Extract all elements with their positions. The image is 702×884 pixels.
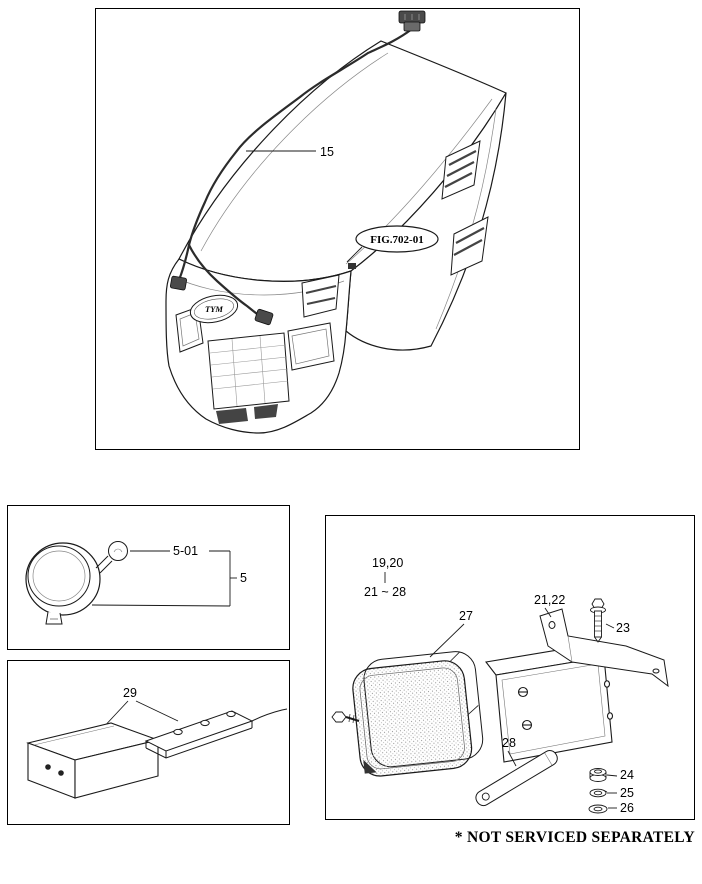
callout-15-label: 15 [320, 145, 334, 159]
callout-29-label: 29 [123, 686, 137, 700]
callout-27-label: 27 [459, 609, 473, 623]
headlamp-drawing: 5-01 5 [25, 541, 247, 625]
not-serviced-note: * NOT SERVICED SEPARATELY [454, 829, 695, 846]
callout-23-label: 23 [616, 621, 630, 635]
tail-lamp-drawing: 19,20 21 ~ 28 27 [331, 556, 669, 815]
license-lamp-panel: 29 [7, 660, 290, 825]
callout-28: 28 [502, 736, 517, 767]
fig-ref-label: FIG.702-01 [370, 234, 423, 246]
callout-25-label: 25 [620, 786, 634, 800]
callout-29: 29 [99, 686, 179, 732]
harness-top-connector [398, 10, 426, 32]
callout-27: 27 [429, 609, 473, 658]
lamp-stay [475, 750, 558, 807]
headlamp-bulb [95, 541, 128, 574]
callout-26-label: 26 [620, 801, 634, 815]
mounting-bracket [539, 608, 669, 688]
callout-24-25-26: 24 25 26 [606, 768, 634, 815]
harness-right-connector [254, 308, 274, 326]
side-vents [301, 140, 489, 318]
callout-15: 15 [246, 145, 334, 159]
harness-left-connector [169, 275, 188, 291]
hood-harness-panel: TYM [95, 8, 580, 450]
nut-24 [589, 768, 607, 782]
callout-21-22: 21,22 [534, 593, 565, 618]
bracket-bolt [590, 598, 606, 643]
callout-21-28-label: 21 ~ 28 [364, 585, 406, 599]
callout-23: 23 [605, 621, 630, 635]
lamp-bracket-plate [144, 708, 288, 759]
plain-washer-26 [588, 804, 608, 814]
tail-lamp-lens [352, 651, 484, 777]
tym-logo-text: TYM [205, 304, 223, 314]
fig-ref-callout: FIG.702-01 [346, 225, 439, 263]
callout-5-label: 5 [240, 571, 247, 585]
spring-washer-25 [589, 788, 608, 798]
callout-5-01: 5-01 [130, 544, 230, 558]
tail-lamp-panel: 19,20 21 ~ 28 27 [325, 515, 695, 820]
callout-21-22-label: 21,22 [534, 593, 565, 607]
lens-screw [331, 711, 360, 724]
headlamp-body [25, 542, 101, 625]
callout-5: 5 [91, 551, 247, 607]
callout-group: 19,20 21 ~ 28 [364, 556, 406, 599]
headlamp-panel: 5-01 5 [7, 505, 290, 650]
callout-5-01-label: 5-01 [173, 544, 198, 558]
callout-28-label: 28 [502, 736, 516, 750]
hood-drawing: TYM [165, 10, 507, 434]
tym-logo: TYM [189, 294, 239, 324]
callout-19-20-label: 19,20 [372, 556, 403, 570]
lamp-housing-box [26, 722, 160, 799]
callout-24-label: 24 [620, 768, 634, 782]
license-lamp-drawing: 29 [26, 686, 288, 799]
